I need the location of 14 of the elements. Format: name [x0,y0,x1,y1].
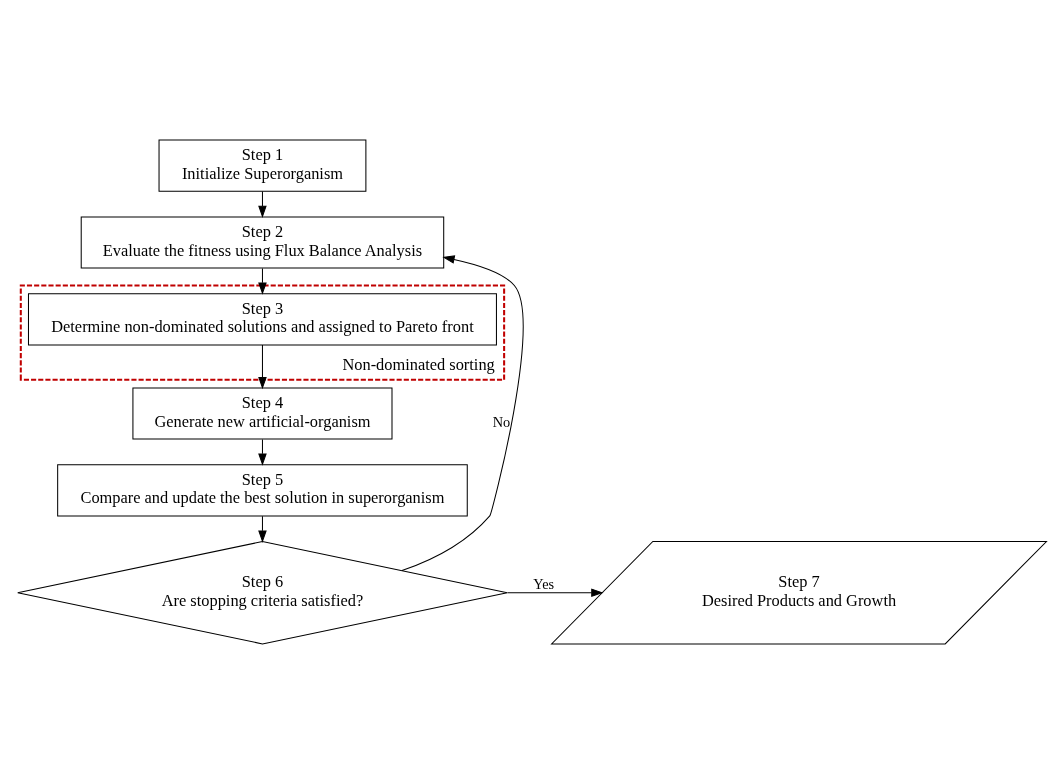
edge-label: No [492,414,511,431]
arrow [258,344,267,390]
arrow [258,267,267,295]
node-box: Step 5 Compare and update the best solution in superorganism [57,464,468,517]
arrow [258,515,267,543]
arrow [258,438,267,466]
arrow [258,191,267,218]
node-box: Step 2 Evaluate the fitness using Flux Balance Analysis [80,216,445,269]
node-box: Step 1 Initialize Superorganism [158,139,367,192]
node-diamond: Step 6 Are stopping criteria satisfied? [17,540,508,645]
node-box: Step 3 Determine non-dominated solutions and assigned to Pareto front [27,293,497,346]
node-box: Step 4 Generate new artificial-organism [132,387,393,440]
arrow [506,588,604,597]
arrow [401,255,524,572]
